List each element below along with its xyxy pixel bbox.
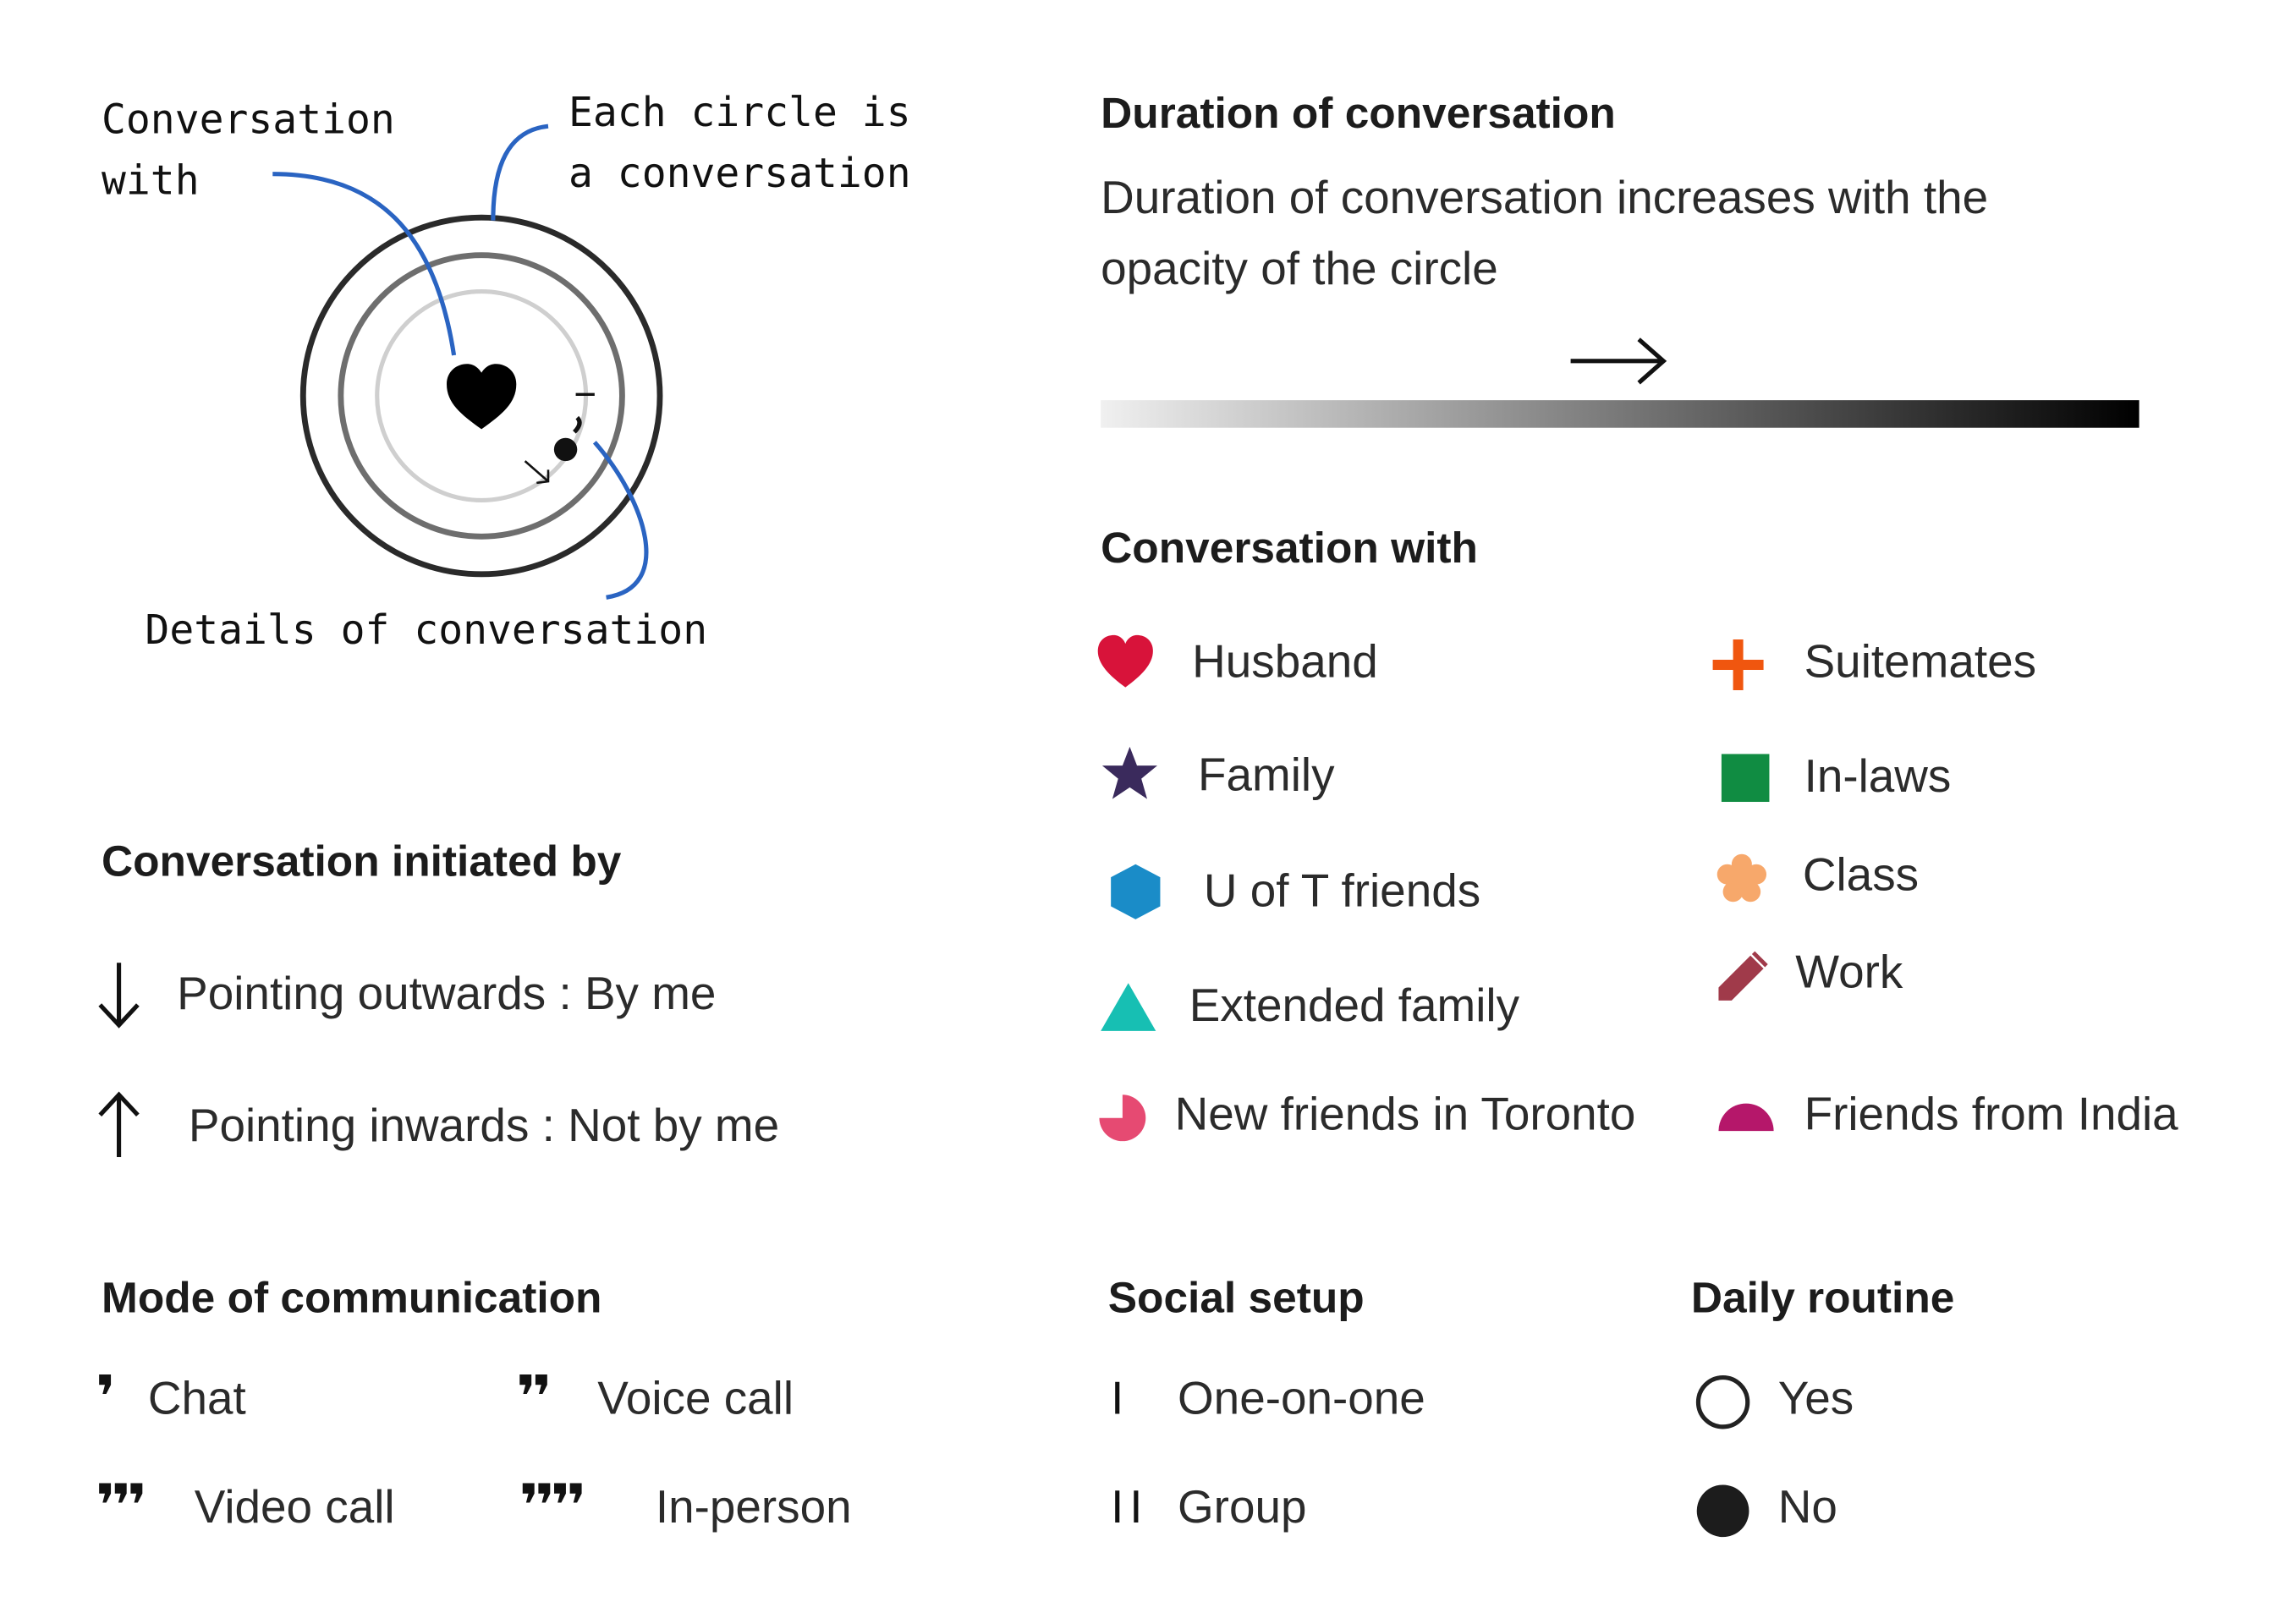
plus-icon bbox=[1712, 639, 1764, 691]
chat-mark-icon: ❜ bbox=[96, 1365, 116, 1430]
social-label-one-on-one: One-on-one bbox=[1178, 1371, 1425, 1424]
routine-label-yes: Yes bbox=[1777, 1371, 1854, 1424]
routine-label-no: No bbox=[1777, 1480, 1837, 1533]
legend-label-family: Family bbox=[1198, 748, 1335, 801]
opacity-gradient-bar bbox=[1101, 400, 2139, 428]
square-icon bbox=[1721, 754, 1770, 803]
mode-label-in-person: In-person bbox=[655, 1480, 852, 1533]
one-on-one-mark-icon: I bbox=[1111, 1371, 1130, 1424]
mode-title: Mode of communication bbox=[102, 1274, 602, 1323]
routine-dot-icon bbox=[553, 437, 578, 462]
annotation-line1: Conversation bbox=[102, 96, 395, 144]
group-mark-icon: II bbox=[1111, 1480, 1149, 1533]
heart-icon bbox=[447, 364, 517, 430]
mode-label-video-call: Video call bbox=[194, 1480, 395, 1533]
small-arrow-icon bbox=[524, 460, 550, 485]
each-circle-leader bbox=[491, 123, 549, 221]
mode-label-voice-call: Voice call bbox=[597, 1371, 794, 1424]
each-circle-annotation: Each circle is a conversation bbox=[568, 83, 911, 205]
hexagon-icon bbox=[1111, 864, 1161, 919]
legend-label-friends-from-india: Friends from India bbox=[1804, 1087, 2178, 1140]
social-title: Social setup bbox=[1107, 1274, 1365, 1323]
social-label-group: Group bbox=[1178, 1480, 1307, 1533]
legend-label-class: Class bbox=[1802, 848, 1920, 901]
heart-icon bbox=[1097, 634, 1153, 688]
mode-label-chat: Chat bbox=[147, 1371, 246, 1424]
open-circle-icon bbox=[1695, 1375, 1750, 1429]
semicircle-icon bbox=[1718, 1103, 1774, 1132]
annotation-line2: a conversation bbox=[568, 149, 911, 198]
flower-icon bbox=[1716, 853, 1767, 903]
conversation-with-leader bbox=[272, 172, 457, 356]
outer-circle bbox=[299, 214, 663, 578]
details-leader bbox=[592, 441, 649, 600]
triangle-icon bbox=[1101, 983, 1156, 1031]
in-person-mark-icon: ❜❜❜❜ bbox=[519, 1474, 587, 1539]
middle-circle bbox=[338, 252, 625, 540]
explainer-diagram bbox=[272, 123, 663, 600]
annotation-line1: Each circle is bbox=[568, 88, 911, 137]
arrow-right-icon bbox=[1570, 337, 1667, 385]
video-call-mark-icon: ❜❜❜ bbox=[96, 1474, 147, 1539]
conversation-with-annotation: Conversation with bbox=[102, 90, 395, 211]
chat-mark-icon bbox=[572, 415, 582, 434]
legend-label-suitemates: Suitemates bbox=[1804, 634, 2037, 688]
legend-label-husband: Husband bbox=[1192, 634, 1378, 688]
duration-description-line2: opacity of the circle bbox=[1101, 242, 1498, 295]
arrow-down-icon bbox=[98, 963, 140, 1029]
legend-label-work: Work bbox=[1795, 945, 1903, 998]
arrow-up-icon bbox=[98, 1091, 140, 1158]
filled-circle-icon bbox=[1696, 1484, 1749, 1538]
initiated-by-me-label: Pointing outwards : By me bbox=[177, 967, 717, 1020]
duration-description-line1: Duration of conversation increases with … bbox=[1101, 171, 1989, 224]
legend-label-in-laws: In-laws bbox=[1804, 749, 1952, 803]
duration-description: Duration of conversation increases with … bbox=[1101, 162, 1988, 304]
duration-title: Duration of conversation bbox=[1101, 90, 1616, 138]
initiated-by-title: Conversation initiated by bbox=[102, 837, 622, 886]
conversation-with-title: Conversation with bbox=[1101, 524, 1478, 573]
star-icon bbox=[1101, 746, 1158, 799]
legend-label-new-friends-toronto: New friends in Toronto bbox=[1174, 1087, 1636, 1140]
voice-call-mark-icon: ❜❜ bbox=[516, 1365, 552, 1430]
initiated-not-by-me-label: Pointing inwards : Not by me bbox=[188, 1099, 780, 1152]
legend-label-extended-family: Extended family bbox=[1189, 979, 1520, 1031]
pie-icon bbox=[1099, 1095, 1146, 1142]
details-annotation: Details of conversation bbox=[145, 606, 708, 655]
legend-label-uoft-friends: U of T friends bbox=[1203, 864, 1481, 917]
annotation-line2: with bbox=[102, 156, 200, 205]
routine-title: Daily routine bbox=[1690, 1274, 1955, 1323]
pencil-icon bbox=[1718, 951, 1768, 1001]
